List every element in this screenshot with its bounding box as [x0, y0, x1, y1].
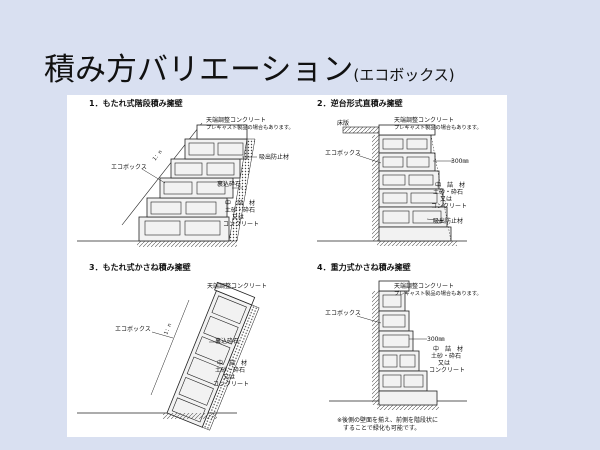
- panel-2-box-label: エコボックス: [325, 149, 361, 157]
- panel-1-fill1: 中 詰 材: [225, 199, 255, 207]
- panel-4-fill4: コンクリート: [429, 367, 465, 374]
- panel-2-floor-slab: [342, 126, 384, 134]
- panel-4-top-note: プレキャスト製品の場合もあります。: [394, 289, 482, 297]
- panel-4-fill3: 又は: [438, 360, 450, 367]
- panel-1-fill2: 土砂・砕石: [225, 206, 255, 214]
- panel-1-block-cells: [144, 142, 244, 236]
- panel-1-absorb-label: 吸出防止材: [259, 153, 289, 161]
- panel-1-gravel-label: 裏込砕石: [217, 180, 241, 188]
- panel-1-top-label: 天端調整コンクリート: [206, 116, 266, 124]
- panel-2: 2．逆台形式直積み擁壁 床版 天端調整コンクリート プレキャスト製品の場合もあり…: [317, 98, 482, 246]
- panel-2-block-cells: [382, 138, 442, 224]
- slide-title-sub: (エコボックス): [353, 66, 455, 84]
- slide-title: 積み方バリエーション(エコボックス): [44, 44, 455, 89]
- diagram-svg: 1．もたれ式階段積み擁壁 1：n 天端調整コンクリート プレキャスト製品の場合も…: [77, 98, 482, 432]
- panel-2-top-cap: [378, 124, 436, 136]
- panel-2-fill3: 又は: [440, 196, 452, 203]
- panel-4-top-cap: [378, 280, 410, 292]
- panel-3-fill2: 土砂・砕石: [215, 366, 245, 374]
- diagram-board: 1．もたれ式階段積み擁壁 1：n 天端調整コンクリート プレキャスト製品の場合も…: [67, 95, 507, 437]
- panel-1-heading: 1．もたれ式階段積み擁壁: [89, 98, 183, 108]
- panel-4-fill1: 中 詰 材: [433, 345, 463, 353]
- panel-3-slope-label: 1：n: [163, 323, 173, 336]
- panel-4-note-2: することで緑化も可能です。: [343, 424, 420, 432]
- panel-3-fill4: コンクリート: [213, 381, 249, 388]
- panel-4-dim-label: 300㎜: [427, 336, 444, 343]
- panel-2-fill4: コンクリート: [431, 203, 467, 210]
- panel-2-absorb-label: 吸出防止材: [433, 217, 463, 225]
- panel-3-top-label: 天端調整コンクリート: [207, 282, 267, 290]
- panel-3-slope-line: [150, 299, 190, 396]
- panel-2-dim-label: 300㎜: [451, 158, 468, 165]
- panel-1-base: [137, 241, 237, 247]
- panel-4: 4．重力式かさね積み擁壁 天端調整コンクリート プレキャスト製品の場合もあります…: [317, 262, 482, 432]
- panel-4-heading: 4．重力式かさね積み擁壁: [317, 262, 411, 272]
- panel-1-top-cap: [196, 124, 248, 140]
- panel-3: 3．もたれ式かさね積み擁壁 1：n 天端調整コンクリート エコボックス 裏込砕石…: [77, 262, 267, 431]
- panel-1-fill3: 又は: [232, 214, 244, 221]
- slide-title-main: 積み方バリエーション: [44, 52, 354, 88]
- panel-4-note-1: ※後側の壁面を揃え、前側を階段状に: [337, 416, 438, 424]
- panel-1-box-label: エコボックス: [111, 163, 147, 171]
- panel-3-fill1: 中 詰 材: [217, 359, 247, 367]
- panel-4-fill2: 土砂・砕石: [431, 352, 461, 360]
- panel-2-top-note: プレキャスト製品の場合もあります。: [394, 123, 482, 131]
- panel-3-fill3: 又は: [223, 374, 235, 381]
- panel-2-floor-label: 床版: [337, 119, 349, 127]
- panel-3-heading: 3．もたれ式かさね積み擁壁: [89, 262, 191, 272]
- panel-1-blocks: [138, 138, 248, 242]
- panel-1-fill4: コンクリート: [223, 221, 259, 228]
- panel-4-block-cells: [382, 294, 424, 388]
- panel-2-fill2: 土砂・砕石: [433, 188, 463, 196]
- panel-2-heading: 2．逆台形式直積み擁壁: [317, 98, 403, 108]
- panel-1: 1．もたれ式階段積み擁壁 1：n 天端調整コンクリート プレキャスト製品の場合も…: [77, 98, 294, 247]
- panel-3-gravel-label: 裏込砕石: [215, 337, 239, 345]
- panel-4-box-label: エコボックス: [325, 309, 361, 317]
- panel-1-slope-label: 1：n: [152, 149, 164, 162]
- panel-4-top-label: 天端調整コンクリート: [394, 282, 454, 290]
- panel-2-fill1: 中 詰 材: [435, 181, 465, 189]
- panel-3-blocks: [166, 281, 260, 431]
- panel-1-top-note: プレキャスト製品の場合もあります。: [206, 123, 294, 131]
- panel-3-box-label: エコボックス: [115, 325, 151, 333]
- panel-4-blocks: [378, 290, 438, 406]
- panel-2-top-label: 天端調整コンクリート: [394, 116, 454, 124]
